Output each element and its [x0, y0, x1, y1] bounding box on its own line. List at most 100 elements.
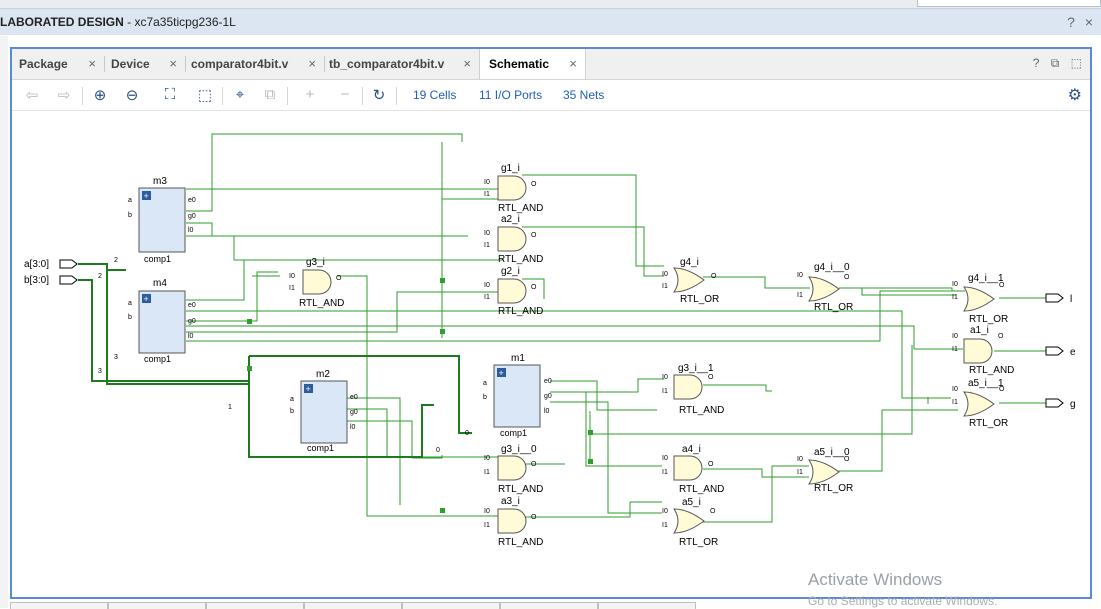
maximize-icon[interactable]: ⬚ [1070, 56, 1082, 70]
bottom-tab[interactable] [108, 602, 206, 609]
gate-g2-i[interactable]: g2_i I0 I1 O RTL_AND [484, 266, 543, 317]
pin-label: I0 [484, 455, 490, 462]
bus-index: 0 [465, 430, 469, 437]
pin-label: I1 [289, 285, 295, 292]
gate-type: RTL_AND [498, 537, 543, 548]
gate-a5-i-1[interactable]: a5_i__1 I0 I1 O RTL_OR [952, 378, 1008, 429]
tab-label: Device [111, 57, 150, 71]
bottom-tab[interactable] [402, 602, 500, 609]
gate-name: g3_i [306, 257, 325, 268]
input-port-b[interactable]: b[3:0] [24, 275, 78, 286]
gate-a4-i[interactable]: a4_i I0 I1 O RTL_AND [662, 444, 724, 495]
bottom-tab[interactable] [10, 602, 108, 609]
pin-label: O [999, 386, 1005, 393]
pin-label: e0 [350, 394, 358, 401]
pin-label: I0 [797, 456, 803, 463]
gate-name: g3_i__1 [678, 363, 714, 374]
bottom-tab[interactable] [500, 602, 598, 609]
module-m4[interactable]: m4 + a b e0 g0 l0 comp1 [128, 278, 196, 364]
close-icon[interactable]: × [1084, 14, 1093, 30]
pin-label: I0 [289, 273, 295, 280]
refresh-icon[interactable]: ↻ [372, 87, 386, 104]
forward-arrow-icon[interactable]: ⇨ [57, 87, 71, 104]
expand-plus-icon[interactable]: + [305, 86, 315, 103]
tab-comparator4bit[interactable]: comparator4bit.v× [186, 49, 324, 79]
schematic-panel: Package × Device × comparator4bit.v× tb_co… [10, 47, 1092, 599]
hierarchy-icon[interactable]: ⧉ [264, 86, 276, 103]
module-type: comp1 [307, 443, 334, 453]
window-titlebar: LABORATED DESIGN - xc7a35ticpg236-1L ? × [0, 9, 1101, 35]
pin-label: e0 [544, 378, 552, 385]
gate-g4-i-0[interactable]: g4_i__0 I0 I1 O RTL_OR [797, 262, 853, 313]
module-m2[interactable]: m2 + a b e0 g0 l0 comp1 [290, 369, 358, 453]
tab-close-icon[interactable]: × [308, 56, 316, 71]
bottom-tab[interactable] [598, 602, 696, 609]
gate-g4-i-1[interactable]: g4_i__1 I0 I1 O RTL_OR [952, 273, 1008, 325]
zoom-in-icon[interactable]: ⊕ [93, 87, 107, 104]
tab-schematic[interactable]: Schematic× [479, 49, 586, 79]
zoom-fit-icon[interactable]: ⛶ [164, 86, 176, 103]
bottom-tab[interactable] [304, 602, 402, 609]
gate-name: a5_i__1 [968, 378, 1004, 389]
output-port-l[interactable]: l [1045, 293, 1072, 305]
module-m3[interactable]: m3 + a b e0 g0 l0 comp1 [128, 176, 196, 264]
gate-type: RTL_AND [498, 254, 543, 265]
toolbar-divider [287, 87, 288, 105]
crosshair-icon[interactable]: ⌖ [235, 86, 245, 103]
gate-g1-i[interactable]: g1_i I0 I1 O RTL_AND [484, 163, 543, 214]
tab-close-icon[interactable]: × [169, 56, 177, 71]
gate-a5-i-0[interactable]: a5_i__0 I0 I1 O RTL_OR [797, 447, 853, 494]
float-icon[interactable]: ⧉ [1050, 56, 1060, 70]
gate-a3-i[interactable]: a3_i I0 I1 O RTL_AND [484, 496, 543, 548]
pin-label: I1 [662, 522, 668, 529]
tab-device[interactable]: Device × [105, 49, 185, 79]
back-arrow-icon[interactable]: ⇦ [25, 87, 39, 104]
tab-close-icon[interactable]: × [569, 56, 577, 71]
activation-watermark: Activate Windows [808, 570, 943, 589]
bus-index-labels: 2 2 3 3 1 0 0 [98, 257, 469, 454]
collapse-minus-icon[interactable]: − [340, 86, 350, 103]
activation-watermark-hint: Go to Settings to activate Windows. [808, 594, 998, 608]
quick-search-input[interactable] [917, 0, 1101, 7]
module-m1[interactable]: m1 + a b e0 g0 l0 comp1 [483, 353, 552, 438]
gate-type: RTL_OR [814, 483, 853, 494]
gate-g4-i[interactable]: g4_i I0 I1 O RTL_OR [662, 257, 719, 305]
zoom-area-icon[interactable]: ⬚ [197, 87, 213, 104]
port-label: e [1070, 347, 1076, 358]
pin-label: l0 [350, 424, 356, 431]
nets-link[interactable]: 35 Nets [563, 88, 605, 102]
gate-g3-i-1[interactable]: g3_i__1 I0 I1 O RTL_AND [662, 363, 724, 416]
io-ports-link[interactable]: 11 I/O Ports [479, 88, 543, 102]
gate-a5-i[interactable]: a5_i I0 I1 O RTL_OR [662, 497, 718, 548]
tab-tb-comparator4bit[interactable]: tb_comparator4bit.v× [325, 49, 479, 79]
help-icon[interactable]: ? [1067, 14, 1075, 30]
module-type: comp1 [144, 254, 171, 264]
output-port-e[interactable]: e [1045, 346, 1076, 358]
tab-close-icon[interactable]: × [463, 56, 471, 71]
gate-g3-i-0[interactable]: g3_i__0 I0 I1 O RTL_AND [484, 444, 543, 495]
bus-index: 3 [114, 354, 118, 361]
input-port-a[interactable]: a[3:0] [24, 259, 78, 270]
pin-label: O [708, 461, 714, 468]
gate-type: RTL_AND [498, 203, 543, 214]
tab-close-icon[interactable]: × [88, 56, 96, 71]
pin-label: I1 [484, 469, 490, 476]
pin-label: I0 [662, 455, 668, 462]
bottom-tab[interactable] [206, 602, 304, 609]
zoom-out-icon[interactable]: ⊖ [125, 87, 139, 104]
gear-icon[interactable]: ⚙ [1067, 87, 1082, 104]
pin-label: I1 [662, 388, 668, 395]
tab-package[interactable]: Package × [12, 49, 104, 79]
gate-a2-i[interactable]: a2_i I0 I1 O RTL_AND [484, 214, 543, 265]
output-port-g[interactable]: g [1045, 398, 1076, 410]
gate-name: g4_i [680, 257, 699, 268]
gate-g3-i[interactable]: g3_i I0 I1 O RTL_AND [289, 257, 344, 309]
schematic-canvas[interactable]: a[3:0] b[3:0] 2 2 3 3 1 0 0 m3 + a b e0 … [12, 111, 1086, 595]
cells-count-link[interactable]: 19 Cells [413, 88, 457, 102]
junction-dots [247, 278, 593, 513]
pin-label: O [531, 284, 537, 291]
tab-label: Package [19, 57, 68, 71]
help-icon[interactable]: ? [1032, 56, 1040, 70]
gate-a1-i[interactable]: a1_i I0 I1 O RTL_AND [952, 325, 1014, 376]
pin-label: a [483, 380, 487, 387]
